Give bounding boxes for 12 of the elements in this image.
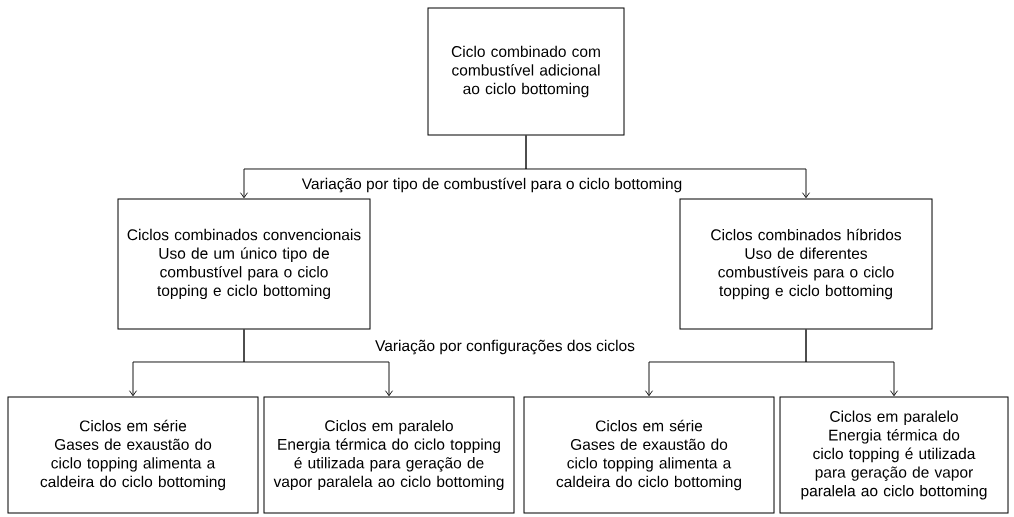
box: Ciclos em série Gases de exaustão do ciclo topping alimenta a caldeira do ciclo bottoming [523, 396, 775, 514]
box: Ciclos combinados convencionais Uso de um único tipo de combustível para o ciclo topping e ciclo bottoming [117, 198, 371, 330]
box: Ciclos em série Gases de exaustão do ciclo topping alimenta a caldeira do ciclo bottoming [7, 396, 259, 514]
branch-label: Variação por configurações dos ciclos [374, 338, 636, 356]
box: Ciclos em paralelo Energia térmica do ciclo topping é utilizada para geração de vapor paralela ao ciclo bottoming [779, 396, 1009, 514]
box: Ciclos combinados híbridos Uso de diferentes combustíveis para o ciclo topping e ciclo bottoming [679, 198, 933, 330]
box: Ciclo combinado com combustível adicional ao ciclo bottoming [427, 7, 625, 136]
arrow [525, 135, 810, 199]
arrow [243, 329, 393, 397]
box: Ciclos em paralelo Energia térmica do ciclo topping é utilizada para geração de vapor paralela ao ciclo bottoming [263, 396, 515, 514]
arrow [805, 329, 898, 397]
branch-label: Variação por tipo de combustível para o ciclo bottoming [300, 176, 684, 194]
